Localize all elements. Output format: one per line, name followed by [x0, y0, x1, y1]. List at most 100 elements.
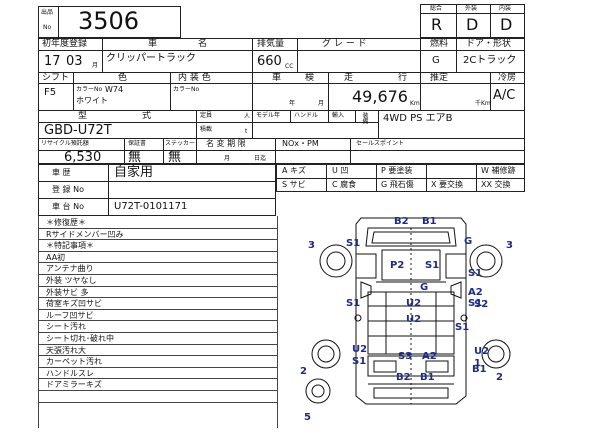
legend-c: C 腐食 [332, 180, 357, 189]
mark-s2-right: S2 [474, 299, 488, 310]
cc-unit: CC [285, 63, 294, 70]
first-reg-month-unit: 月 [92, 62, 99, 69]
first-reg-year: 17 [44, 54, 61, 69]
main-grid [38, 38, 525, 164]
notes-rule [38, 274, 278, 275]
door-shape: 2Cトラック [463, 55, 517, 66]
note-line: 外装 ツヤなし [46, 276, 97, 285]
label-estimated: 推定 [430, 73, 449, 83]
notes-rule [38, 320, 278, 322]
label-sticker: ステッカー [165, 140, 196, 147]
rating-label-exterior: 外装 [465, 5, 478, 12]
note-line: ＊特記事項＊ [46, 241, 94, 251]
label-first-registration: 初年度登録 [42, 39, 88, 49]
label-type-2: 式 [142, 111, 152, 121]
mark-s3-rear: S3 [398, 351, 412, 362]
notes-rule [38, 332, 278, 333]
mark-u2-bed-2: U2 [406, 314, 421, 325]
mark-b1-front: B1 [422, 216, 437, 227]
note-line: 外装サビ 多 [46, 287, 89, 297]
legend-a: A キズ [282, 166, 307, 175]
equipment: 4WD PS エアB [383, 113, 453, 124]
label-history: 車 歴 [52, 168, 71, 177]
notes-rule [38, 366, 278, 368]
label-name-change-deadline: 名 変 期 限 [206, 139, 246, 148]
label-interior-color: 内 装 色 [178, 73, 211, 83]
mark-a2-right: A2 [468, 287, 483, 298]
legend-s: S サビ [282, 180, 306, 189]
interior-color-no-label: カラーNo [173, 86, 200, 93]
legend-u: U 凹 [332, 166, 349, 175]
history-box [38, 164, 276, 216]
label-registration-no: 登 録 No [52, 185, 84, 194]
note-line: カーペット汚れ [46, 357, 102, 367]
lot-label-bottom: No [43, 24, 52, 31]
note-line: ＊修復歴＊ [46, 218, 86, 227]
displacement: 660 [257, 54, 282, 69]
label-inspection-1: 車 [272, 73, 282, 83]
person-unit: 人 [244, 113, 251, 120]
mark-1-rear-right: 1 [474, 358, 481, 369]
mileage-unit: Km [410, 100, 420, 107]
note-line: ドアミラーキズ [46, 380, 102, 390]
color: ホワイト [76, 96, 108, 105]
mark-3-fr: 3 [506, 240, 513, 251]
cab-front [365, 227, 457, 247]
mark-3-fl: 3 [308, 240, 315, 251]
mark-s1-fr: S1 [468, 268, 482, 279]
label-car: 車 [148, 39, 158, 49]
model-code: GBD-U72T [44, 123, 112, 138]
mark-b1-rear: B1 [420, 372, 435, 383]
label-mileage-1: 走 [344, 73, 354, 83]
mark-u2-rear-right: U2 [474, 346, 489, 357]
label-inspection-2: 検 [305, 73, 315, 83]
rating-overall: R [431, 15, 443, 34]
label-equipment: 装備 [361, 112, 368, 124]
label-handle: ハンドル [294, 112, 319, 119]
mark-5-spare: 5 [304, 412, 311, 423]
mark-b2-front: B2 [394, 216, 409, 227]
sticker: 無 [168, 150, 182, 165]
change-day-unit: 日迄 [254, 155, 267, 162]
label-nox-pm: NOx・PM [282, 139, 319, 148]
notes-rule [38, 378, 278, 380]
notes-rule [38, 250, 278, 252]
capacity-label: 積載 [200, 126, 213, 133]
note-line: シート切れ･破れ中 [46, 334, 114, 343]
legend-x: X 要交換 [431, 180, 464, 189]
label-warranty: 保証書 [128, 140, 147, 147]
label-name: 名 [198, 39, 208, 49]
note-line: ハンドルスレ [46, 368, 94, 378]
label-fuel: 燃料 [430, 39, 449, 49]
mark-b2-rear: B2 [396, 372, 411, 383]
notes-rule [38, 239, 278, 241]
mark-a2-rear: A2 [422, 351, 437, 362]
notes-rule [38, 401, 278, 403]
label-chassis-no: 車 台 No [52, 202, 84, 211]
mark-2-rear-right: 2 [496, 372, 503, 383]
color-no: W74 [105, 85, 124, 94]
legend-p: P 要塗装 [381, 166, 413, 175]
rating-label-interior: 内装 [499, 5, 512, 12]
history-value: 自家用 [114, 165, 154, 180]
warranty: 無 [128, 150, 142, 165]
capacity-unit: t [245, 128, 248, 135]
label-door-shape: ドア・形状 [466, 39, 512, 49]
label-capacity-persons: 定員 [200, 112, 213, 119]
notes-rule [38, 355, 278, 357]
notes-rule [38, 227, 278, 229]
rating-label-overall: 総合 [430, 5, 443, 12]
legend-xx: XX 交換 [481, 180, 511, 189]
label-sales-point: セールスポイント [356, 140, 405, 147]
label-shift: シフト [42, 73, 70, 83]
color-no-label: カラーNo [76, 86, 103, 93]
lot-number: 3506 [78, 7, 140, 35]
notes-rule [38, 390, 278, 391]
chassis-no: U72T-0101171 [114, 201, 188, 212]
note-line: 天張汚れ大 [46, 345, 86, 355]
lot-box [38, 6, 181, 38]
estimated-unit: 千Km [475, 100, 491, 107]
rating-exterior: D [466, 15, 479, 34]
model-name: クリッパートラック [106, 53, 196, 64]
lot-divider [58, 6, 59, 38]
